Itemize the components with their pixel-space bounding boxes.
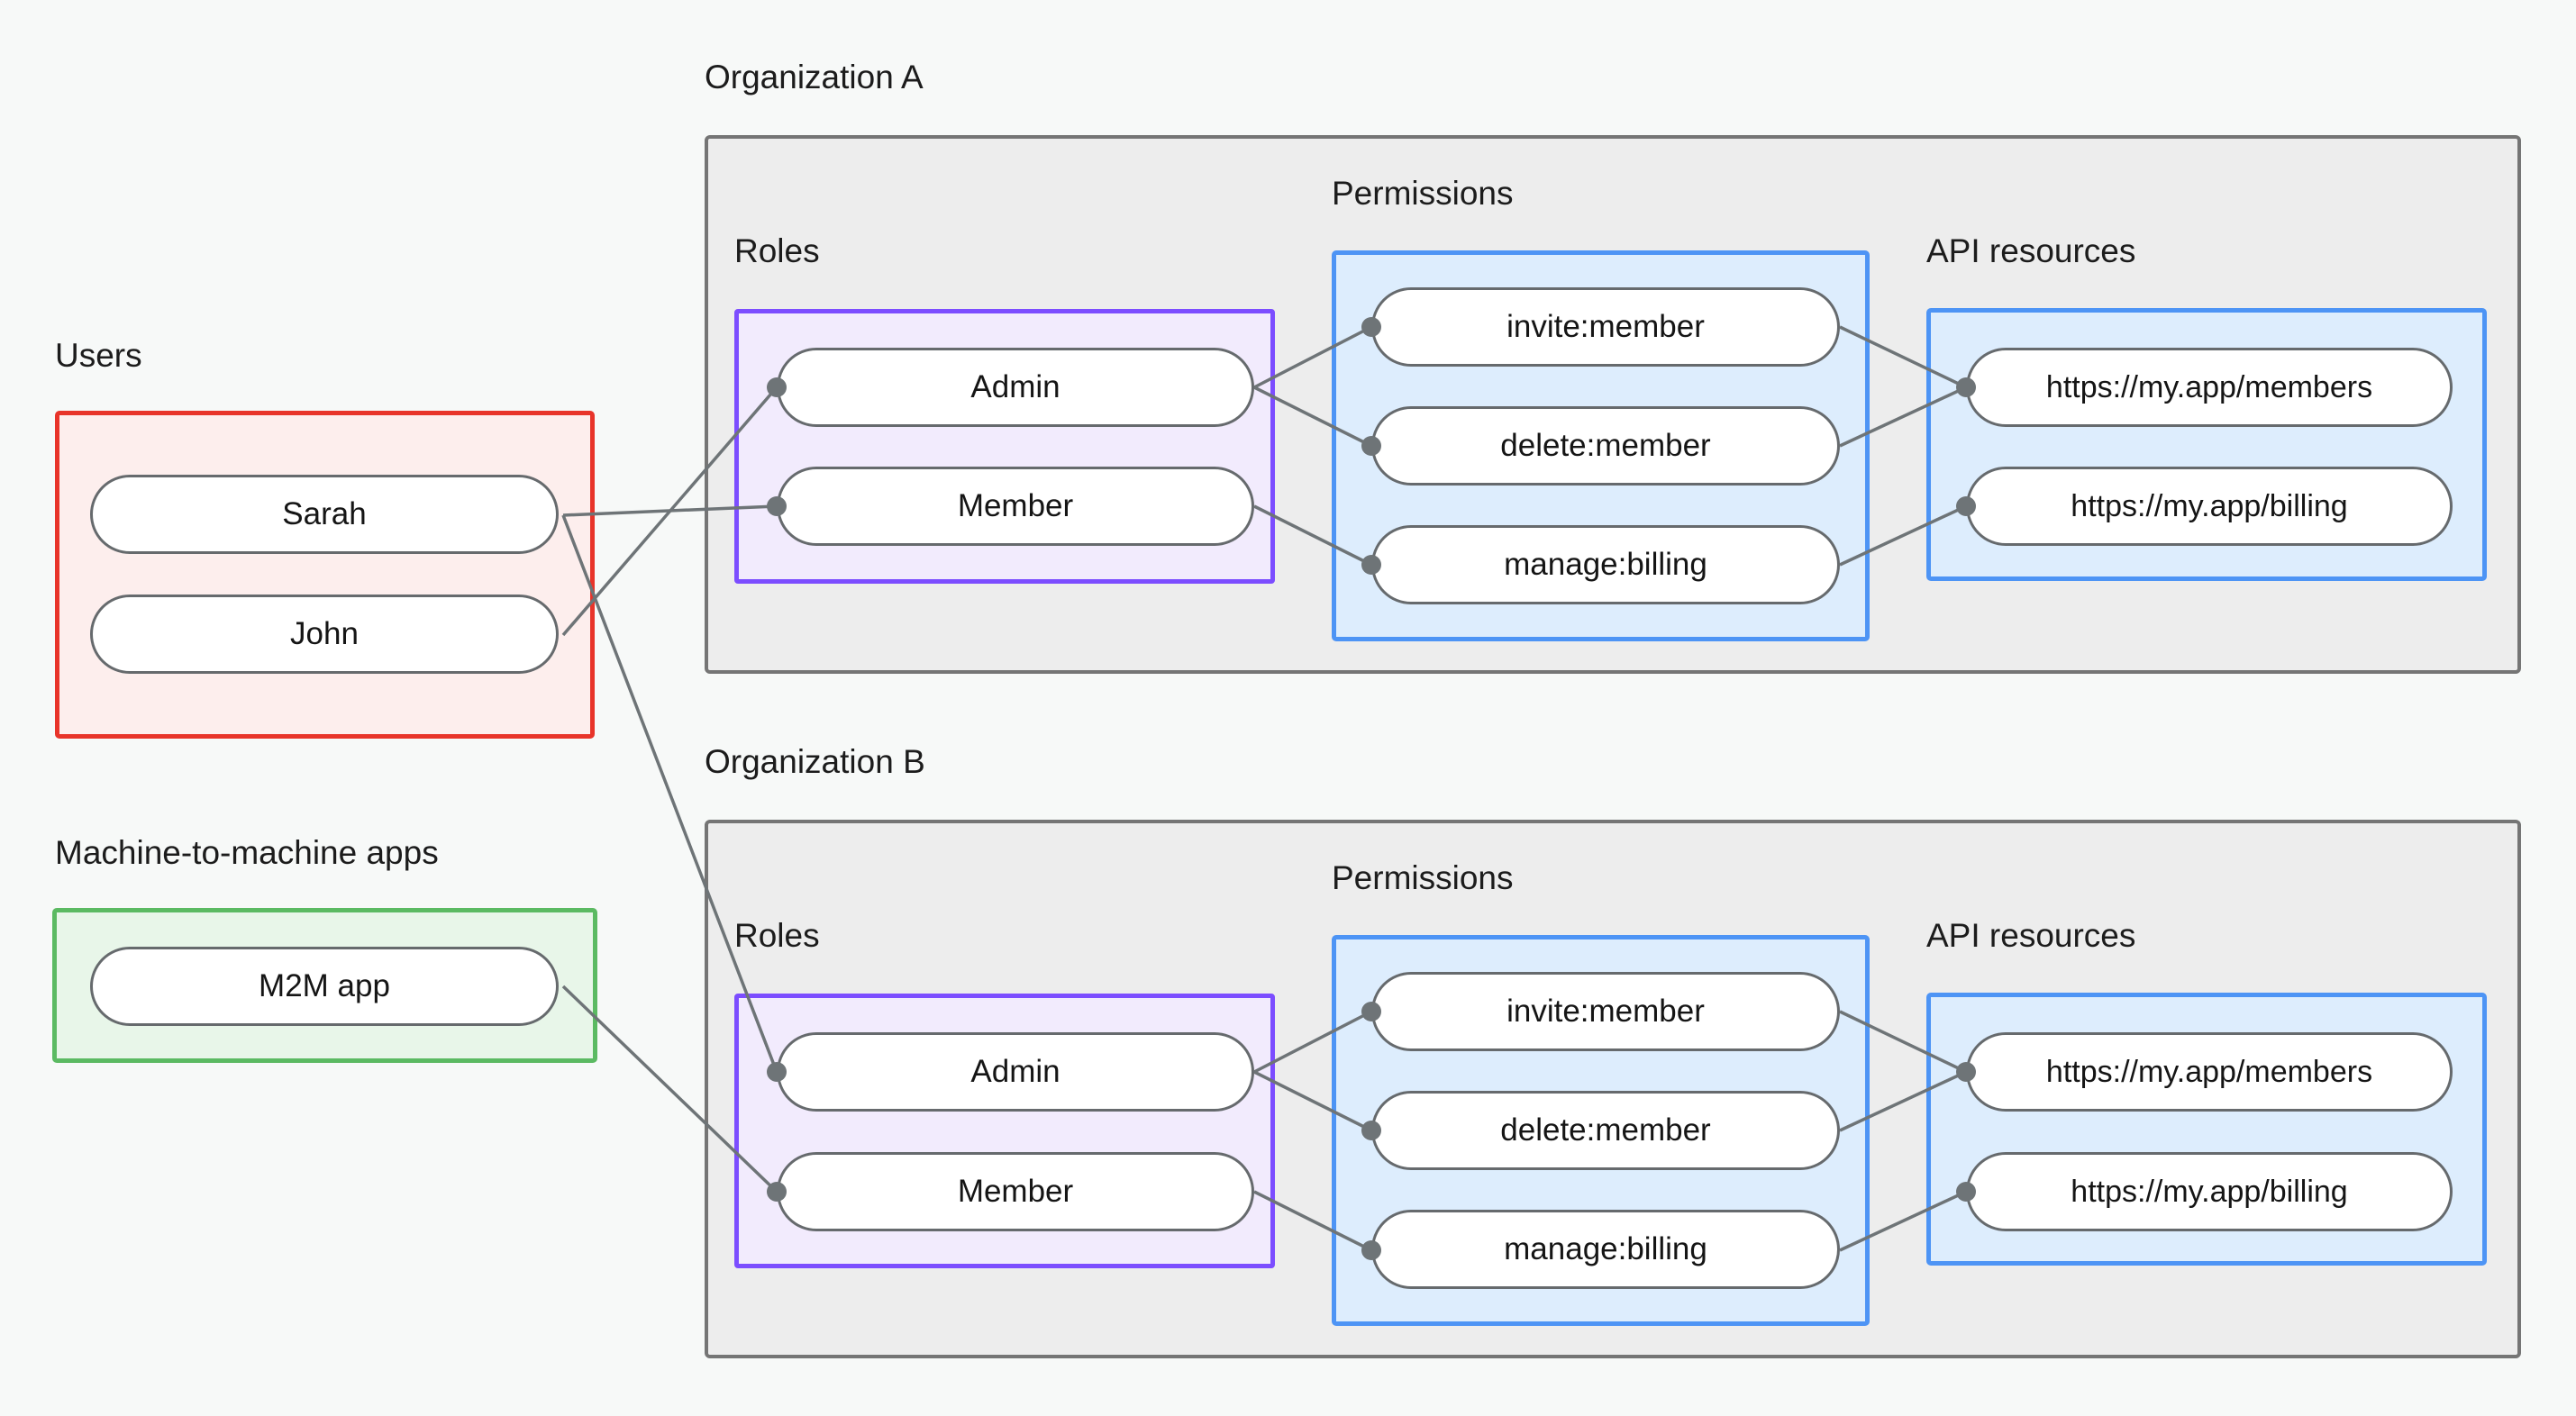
user-node-sarah[interactable]: Sarah [90, 475, 559, 554]
role-a-admin[interactable]: Admin [777, 348, 1254, 427]
users-container [55, 411, 595, 739]
permissions-b-label: Permissions [1332, 859, 1514, 896]
permission-b-invite-member[interactable]: invite:member [1371, 972, 1840, 1051]
role-a-member[interactable]: Member [777, 467, 1254, 546]
api-resources-a-label: API resources [1926, 232, 2136, 269]
api-resource-b-members[interactable]: https://my.app/members [1966, 1032, 2453, 1112]
api-resource-a-billing[interactable]: https://my.app/billing [1966, 467, 2453, 546]
permissions-a-label: Permissions [1332, 175, 1514, 212]
api-resource-a-members[interactable]: https://my.app/members [1966, 348, 2453, 427]
permission-a-delete-member[interactable]: delete:member [1371, 406, 1840, 486]
user-node-john[interactable]: John [90, 595, 559, 674]
roles-a-label: Roles [734, 232, 820, 269]
permission-b-manage-billing[interactable]: manage:billing [1371, 1210, 1840, 1289]
m2m-node-app[interactable]: M2M app [90, 947, 559, 1026]
organization-a-label: Organization A [705, 59, 924, 95]
role-b-admin[interactable]: Admin [777, 1032, 1254, 1112]
permission-b-delete-member[interactable]: delete:member [1371, 1091, 1840, 1170]
api-resource-b-billing[interactable]: https://my.app/billing [1966, 1152, 2453, 1231]
organization-b-label: Organization B [705, 743, 925, 780]
users-group-label: Users [55, 337, 142, 374]
roles-b-label: Roles [734, 917, 820, 954]
role-b-member[interactable]: Member [777, 1152, 1254, 1231]
permission-a-invite-member[interactable]: invite:member [1371, 287, 1840, 367]
api-resources-b-label: API resources [1926, 917, 2136, 954]
m2m-group-label: Machine-to-machine apps [55, 834, 439, 871]
permission-a-manage-billing[interactable]: manage:billing [1371, 525, 1840, 604]
